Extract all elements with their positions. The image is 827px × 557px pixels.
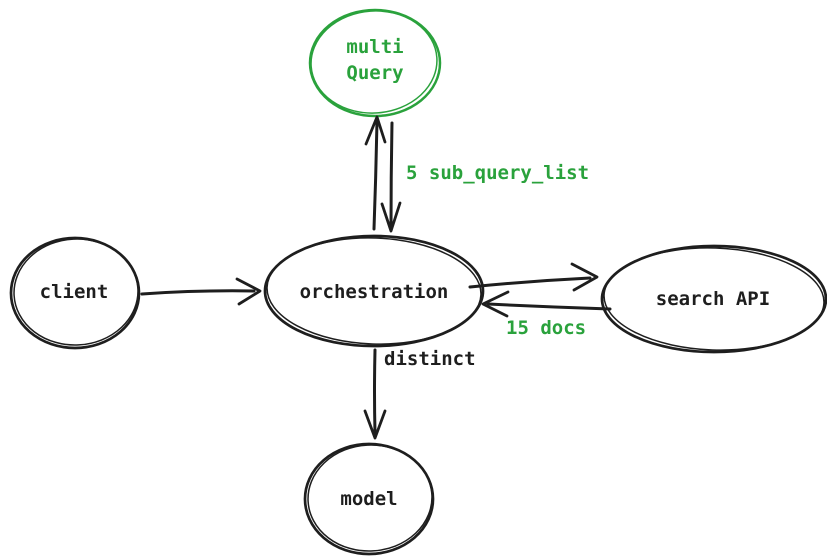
arrow-left-head — [481, 290, 510, 318]
search-api-label: search API — [656, 288, 770, 310]
arrow-down-head — [380, 201, 402, 233]
arrow-model-head — [363, 409, 387, 440]
multi-query-ellipse-sketch-stroke — [310, 10, 438, 114]
client-ellipse — [9, 236, 141, 350]
arrow-left-shaft — [486, 302, 612, 311]
search-api-ellipse — [600, 244, 827, 354]
node-model: model — [303, 442, 435, 556]
edge-orchestration-model: distinct — [363, 348, 476, 440]
arrow-right-head — [570, 262, 599, 292]
arrow-down-shaft — [389, 121, 394, 230]
model-ellipse-sketch-stroke — [307, 444, 433, 552]
sub-query-list-label: 5 sub_query_list — [406, 162, 589, 184]
arrow-client-orchestration-shaft — [140, 289, 256, 296]
edge-orchestration-multi-query: 5 sub_query_list — [364, 115, 589, 233]
arrow-up-shaft — [372, 118, 379, 231]
multi-query-label-line1: multi — [346, 36, 403, 58]
docs-label: 15 docs — [506, 317, 586, 339]
arrow-model-shaft — [373, 348, 377, 435]
arrow-client-orchestration-head — [235, 277, 262, 306]
orchestration-ellipse-sketch-stroke — [266, 237, 482, 345]
node-orchestration: orchestration — [263, 234, 485, 348]
client-ellipse-sketch-stroke — [13, 238, 139, 346]
search-api-ellipse-sketch-stroke — [603, 247, 825, 351]
arrow-up-head — [364, 115, 387, 146]
distinct-label: distinct — [384, 348, 476, 370]
arrow-right-shaft — [468, 276, 592, 289]
node-search-api: search API — [600, 244, 827, 354]
edge-client-to-orchestration — [140, 277, 262, 306]
client-label: client — [40, 281, 109, 303]
edge-orchestration-search-api: 15 docs — [468, 262, 612, 339]
node-multi-query: multi Query — [308, 8, 442, 118]
node-client: client — [9, 236, 141, 350]
multi-query-ellipse — [308, 8, 442, 118]
multi-query-label-line2: Query — [346, 62, 403, 84]
model-ellipse — [303, 442, 435, 556]
model-label: model — [340, 488, 397, 510]
orchestration-label: orchestration — [300, 281, 449, 303]
orchestration-ellipse — [263, 234, 485, 348]
